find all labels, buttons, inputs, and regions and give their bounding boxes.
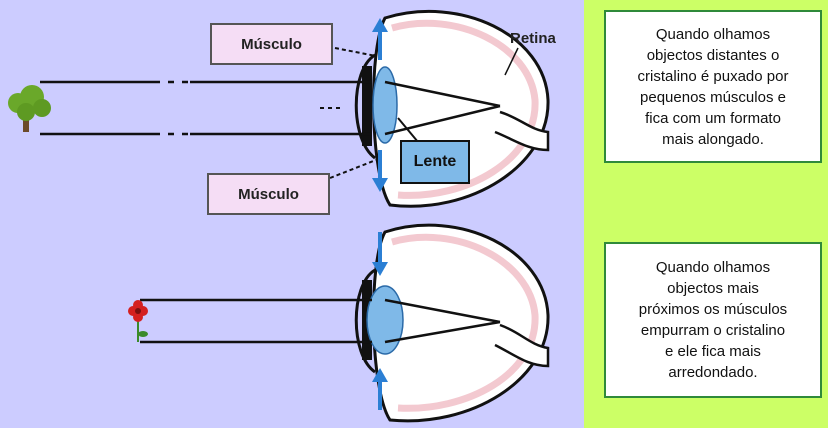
flower-icon bbox=[128, 300, 148, 342]
muscle-arrowhead-top-down bbox=[372, 178, 388, 192]
ray-focus-bottom-1 bbox=[384, 298, 501, 324]
lens-rounded bbox=[366, 285, 404, 355]
lens-label: Lente bbox=[400, 140, 470, 184]
cornea-top bbox=[354, 53, 376, 160]
near-vision-note: Quando olhamos objectos mais próximos os… bbox=[604, 242, 822, 398]
eye-inner-tint-bottom bbox=[391, 233, 539, 412]
top-muscle-label: Músculo bbox=[210, 23, 333, 65]
ray-focus-top-1 bbox=[384, 80, 501, 108]
eye-inner-tint-top bbox=[391, 19, 539, 199]
leader-retina bbox=[504, 47, 519, 76]
cornea-bottom bbox=[354, 268, 376, 374]
muscle-arrowhead-bottom-up bbox=[372, 368, 388, 382]
eye-focus-diagram: Músculo Músculo Lente Retina bbox=[0, 0, 584, 428]
leader-top-muscle bbox=[334, 47, 377, 57]
bottom-muscle-label: Músculo bbox=[207, 173, 330, 215]
near-vision-eye bbox=[140, 223, 550, 423]
ray-focus-bottom-2 bbox=[384, 320, 501, 344]
muscle-arrowhead-bottom-down bbox=[372, 262, 388, 276]
iris-top bbox=[362, 66, 372, 146]
far-vision-note: Quando olhamos objectos distantes o cris… bbox=[604, 10, 822, 163]
leader-lens bbox=[397, 117, 419, 143]
optic-nerve-top bbox=[494, 110, 550, 152]
ray-focus-top-2 bbox=[384, 104, 501, 136]
tree-icon bbox=[8, 85, 51, 132]
optic-nerve-bottom bbox=[494, 323, 550, 368]
lens-elongated bbox=[372, 66, 398, 144]
retina-label: Retina bbox=[510, 30, 556, 47]
muscle-arrowhead-top-up bbox=[372, 18, 388, 32]
leader-bottom-muscle bbox=[329, 159, 377, 179]
